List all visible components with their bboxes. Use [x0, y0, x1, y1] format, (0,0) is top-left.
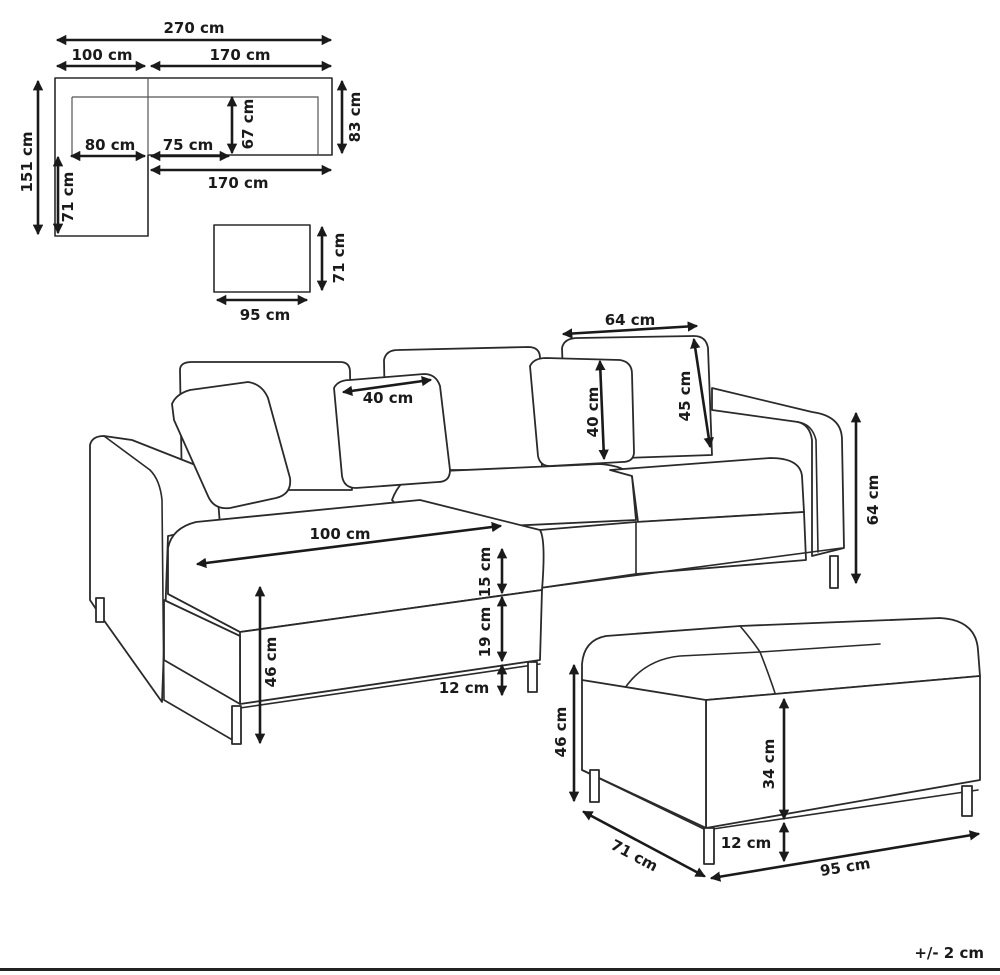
- chaise-length-label: 100 cm: [309, 525, 370, 543]
- right-armrest-edge: [797, 421, 819, 553]
- ottoman-width-arrow: [709, 830, 981, 882]
- seat-cushion-label: 15 cm: [476, 547, 494, 598]
- plan-chaise-inner-label: 80 cm: [85, 136, 136, 154]
- ottoman-total-height-label: 46 cm: [552, 707, 570, 758]
- ottoman-depth-arrow: [582, 810, 706, 878]
- cushion-width-label: 40 cm: [363, 389, 414, 407]
- ottoman-drawing: 46 cm 34 cm 12 cm 71 cm 95 cm: [552, 617, 981, 882]
- base-frame-line: [539, 547, 843, 589]
- cushion-left: [171, 381, 292, 510]
- ottoman-side: [581, 679, 707, 829]
- cushion-height-label: 40 cm: [584, 387, 602, 438]
- ottoman-leg-front-left: [703, 827, 715, 865]
- ottoman-plan-outline: [213, 224, 311, 293]
- leg-right-back: [829, 555, 839, 589]
- ottoman-plan-width-label: 95 cm: [240, 306, 291, 324]
- plan-right-width-label: 170 cm: [209, 46, 270, 64]
- total-height-label: 64 cm: [864, 475, 882, 526]
- sofa-drawing: 64 cm 40 cm 40 cm 45 cm 64 cm 100 cm 15 …: [89, 311, 882, 745]
- plan-seat-width-label: 75 cm: [163, 136, 214, 154]
- plan-view: 270 cm 100 cm 170 cm 151 cm 71 cm 83 cm …: [18, 19, 364, 237]
- plan-seat-depth-label: 67 cm: [239, 99, 257, 150]
- ottoman-leg-front-right: [961, 785, 973, 817]
- chaise-base-side: [163, 599, 241, 705]
- chaise-length-arrow: [195, 521, 503, 569]
- leg-left-back: [95, 597, 105, 623]
- ottoman-front: [705, 675, 981, 829]
- cushion-width-arrow: [341, 375, 433, 397]
- backrest-height-label: 45 cm: [676, 371, 694, 422]
- ottoman-depth-label: 71 cm: [608, 836, 661, 876]
- chaise-frame-side: [163, 699, 237, 743]
- backrest-height-arrow: [690, 337, 714, 449]
- cushion-right: [529, 357, 635, 467]
- plan-left-width-label: 100 cm: [71, 46, 132, 64]
- left-armrest-front-edge: [149, 469, 165, 701]
- ottoman-leg-height-label: 12 cm: [721, 834, 772, 852]
- plan-total-width-label: 270 cm: [163, 19, 224, 37]
- tolerance-note: +/- 2 cm: [914, 944, 984, 962]
- backrest-width-arrow: [561, 321, 699, 339]
- seat-height-label: 46 cm: [262, 637, 280, 688]
- plan-back-depth-label: 83 cm: [346, 92, 364, 143]
- plan-bottom-width-label: 170 cm: [207, 174, 268, 192]
- cushion-height-arrow: [595, 359, 609, 461]
- bottom-divider: [0, 968, 1000, 971]
- ottoman-top-seam-side: [739, 625, 777, 697]
- plan-backrest-line: [72, 96, 319, 155]
- leg-front-right: [527, 661, 538, 693]
- ottoman-frame-front: [705, 789, 979, 831]
- ottoman-body-height-label: 34 cm: [760, 739, 778, 790]
- sofa-leg-height-label: 12 cm: [439, 679, 490, 697]
- seat-cushion-right: [609, 457, 805, 523]
- seat-base-label: 19 cm: [476, 607, 494, 658]
- ottoman-leg-back-left: [589, 769, 600, 803]
- plan-total-depth-label: 151 cm: [18, 131, 36, 192]
- plan-chaise-ext-label: 71 cm: [59, 172, 77, 223]
- left-armrest-top: [103, 435, 151, 471]
- ottoman-plan-view: 95 cm 71 cm: [213, 224, 348, 324]
- leg-front-left: [231, 705, 242, 745]
- chaise-frame-front: [239, 663, 541, 709]
- ottoman-plan-depth-label: 71 cm: [330, 233, 348, 284]
- backrest-width-label: 64 cm: [605, 311, 656, 329]
